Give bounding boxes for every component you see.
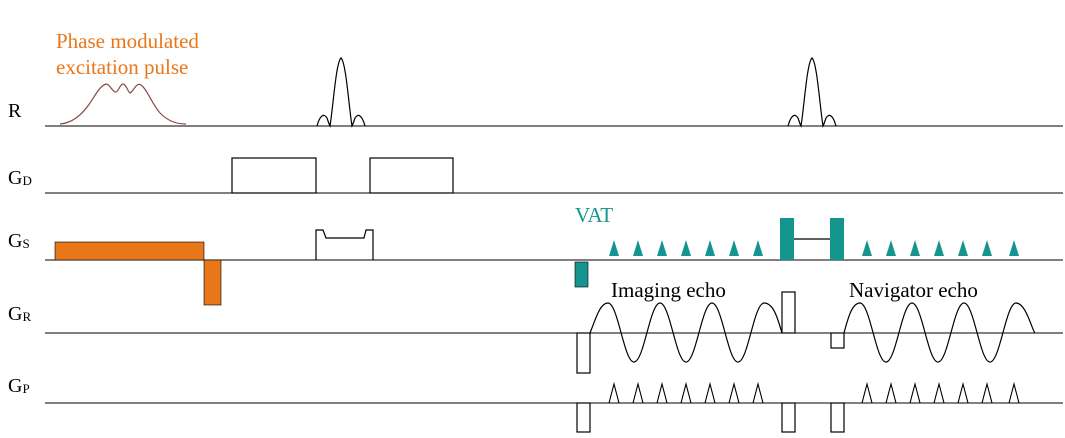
gp-blip bbox=[608, 381, 620, 404]
vat-blip bbox=[958, 240, 968, 256]
gr-prephaser-navigator bbox=[830, 332, 845, 349]
gs-vat-gradient bbox=[574, 261, 589, 288]
gp-blip bbox=[704, 381, 716, 404]
vat-crusher-left bbox=[780, 218, 794, 260]
vat-blip bbox=[633, 240, 643, 256]
vat-blip bbox=[729, 240, 739, 256]
vat-blip bbox=[609, 240, 619, 256]
gr-rewinder bbox=[781, 291, 796, 334]
gp-blip bbox=[632, 381, 644, 404]
gp-blip bbox=[728, 381, 740, 404]
gp-blip bbox=[957, 381, 969, 404]
vat-blip bbox=[753, 240, 763, 256]
vat-blip bbox=[910, 240, 920, 256]
phase-modulated-excitation-pulse bbox=[59, 83, 187, 125]
gp-blip bbox=[656, 381, 668, 404]
gs-excitation-gradient bbox=[54, 241, 205, 261]
gp-blips-navigator bbox=[861, 381, 1020, 404]
gp-blip bbox=[909, 381, 921, 404]
vat-blip bbox=[886, 240, 896, 256]
gp-blip bbox=[933, 381, 945, 404]
gd-lobe-1 bbox=[231, 157, 317, 194]
refocusing-pulse-1 bbox=[316, 57, 366, 128]
gp-blip bbox=[752, 381, 764, 404]
gp-blip bbox=[885, 381, 897, 404]
vat-blip bbox=[681, 240, 691, 256]
gs-rephase-gradient bbox=[203, 259, 222, 306]
imaging-echo-label: Imaging echo bbox=[611, 278, 726, 302]
excitation-label: Phase modulated excitation pulse bbox=[56, 29, 204, 79]
channel-label-gp: GP bbox=[8, 375, 30, 397]
gp-blip bbox=[981, 381, 993, 404]
gp-blips-imaging bbox=[608, 381, 764, 404]
refocusing-pulse-2 bbox=[787, 57, 837, 128]
vat-blip bbox=[657, 240, 667, 256]
vat-blip bbox=[862, 240, 872, 256]
vat-blips-navigator bbox=[862, 240, 1019, 256]
navigator-echo-label: Navigator echo bbox=[849, 278, 978, 302]
gp-prephaser-imaging bbox=[576, 402, 591, 433]
vat-blip bbox=[1009, 240, 1019, 256]
gr-readout-imaging bbox=[589, 302, 783, 363]
gp-blip bbox=[1008, 381, 1020, 404]
vat-crusher-right bbox=[830, 218, 844, 260]
gp-rewinder bbox=[781, 402, 796, 433]
gr-readout-navigator bbox=[843, 302, 1036, 363]
vat-blip bbox=[934, 240, 944, 256]
gd-lobe-2 bbox=[369, 157, 454, 194]
vat-blip bbox=[705, 240, 715, 256]
channel-label-gr: GR bbox=[8, 303, 31, 325]
gs-refocus-crusher bbox=[315, 229, 374, 260]
gp-blip bbox=[680, 381, 692, 404]
channel-label-rf: R bbox=[8, 100, 22, 122]
gp-blip bbox=[861, 381, 873, 404]
gp-prephaser-navigator bbox=[830, 402, 845, 433]
channel-label-gd: GD bbox=[8, 167, 32, 189]
vat-blip bbox=[982, 240, 992, 256]
channel-label-gs: GS bbox=[8, 230, 30, 252]
vat-blips-imaging bbox=[609, 240, 763, 256]
vat-label: VAT bbox=[575, 203, 613, 227]
gr-prephaser-imaging bbox=[576, 332, 591, 374]
